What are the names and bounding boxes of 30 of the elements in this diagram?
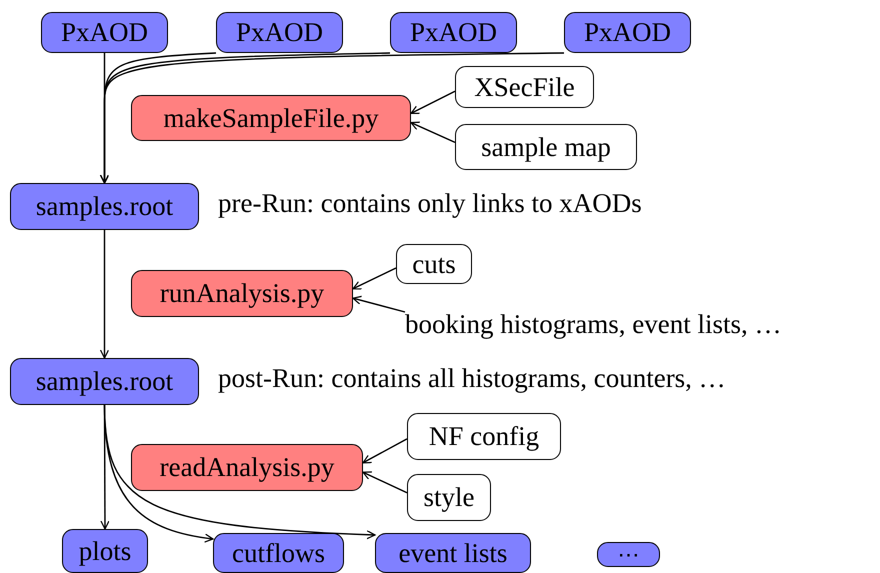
- arrow: [410, 90, 456, 114]
- file-box: plots: [62, 529, 148, 573]
- input-box: style: [407, 474, 491, 521]
- script-box: makeSampleFile.py: [131, 95, 411, 141]
- note-text: post-Run: contains all histograms, counters, …: [218, 363, 726, 394]
- file-box: cutflows: [213, 533, 344, 573]
- arrow: [352, 296, 406, 313]
- arrow: [100, 52, 564, 184]
- script-box: runAnalysis.py: [131, 270, 353, 317]
- input-box: sample map: [455, 124, 637, 170]
- file-box: PxAOD: [41, 12, 168, 53]
- input-box: cuts: [396, 244, 472, 284]
- input-box: NF config: [407, 413, 561, 460]
- file-box: event lists: [375, 533, 531, 573]
- file-box: samples.root: [10, 183, 199, 230]
- annotation-text: booking histograms, event lists, …: [405, 304, 785, 344]
- note-text: pre-Run: contains only links to xAODs: [218, 188, 642, 219]
- file-box: PxAOD: [390, 12, 517, 53]
- arrow: [362, 471, 408, 494]
- file-box: ⋯: [597, 542, 660, 567]
- arrow: [410, 122, 456, 144]
- arrow: [104, 404, 376, 540]
- arrow: [352, 267, 396, 290]
- file-box: PxAOD: [564, 12, 691, 53]
- script-box: readAnalysis.py: [131, 444, 363, 491]
- arrow: [362, 438, 408, 464]
- input-box: XSecFile: [455, 66, 594, 108]
- file-box: PxAOD: [216, 12, 343, 53]
- file-box: samples.root: [10, 358, 199, 405]
- arrow: [100, 230, 110, 359]
